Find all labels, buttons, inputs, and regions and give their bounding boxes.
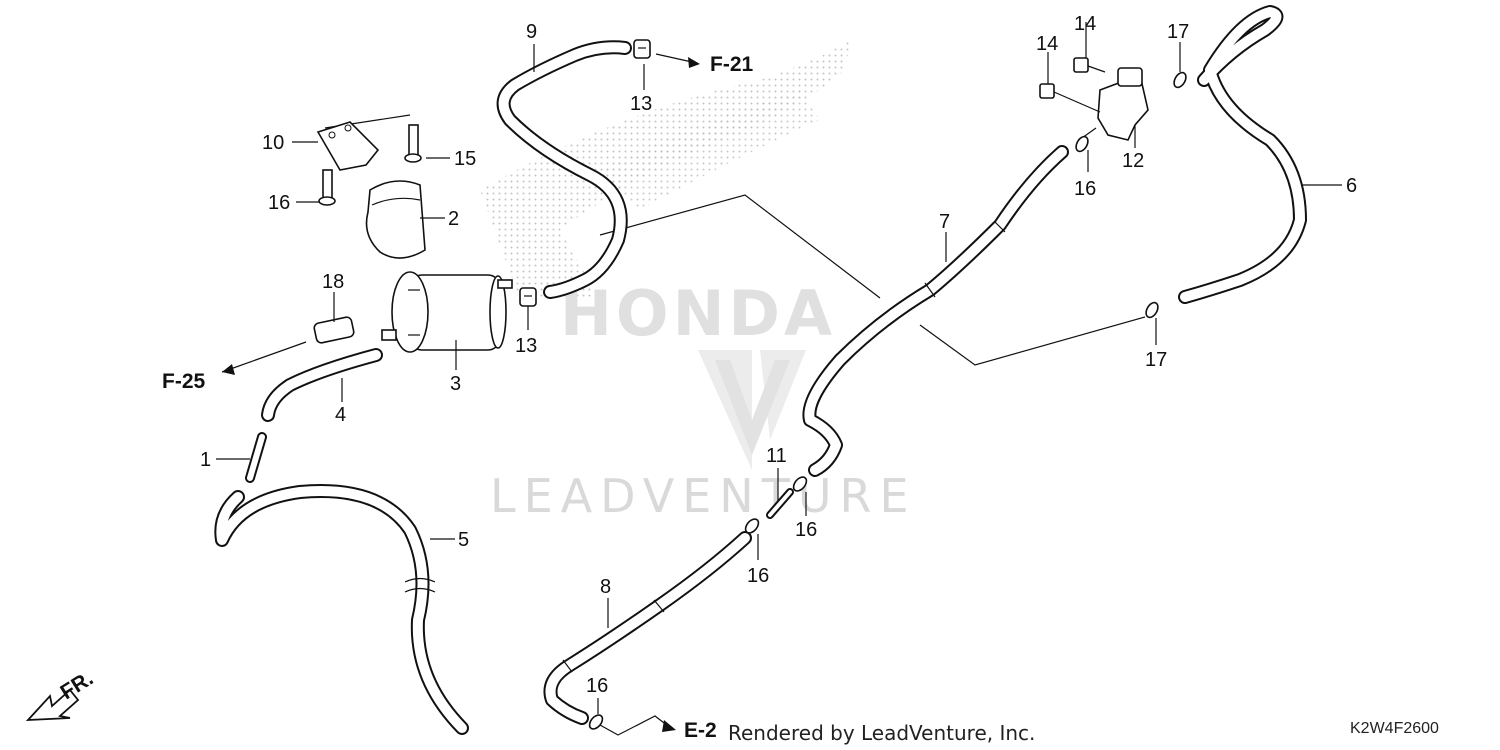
screw-15-a	[404, 124, 422, 163]
callout-12: 12	[1122, 150, 1144, 172]
honda-wing-watermark	[480, 40, 850, 300]
clip-13-a	[633, 39, 651, 59]
hose-7	[802, 145, 1069, 477]
clamp-16-d	[588, 714, 604, 730]
clamp-16-c	[744, 518, 760, 534]
callout-leaders	[216, 22, 1342, 714]
hose-5	[214, 484, 469, 735]
bracket-10	[316, 121, 380, 171]
clip-13-b	[519, 287, 537, 307]
clamp-16-b	[792, 476, 808, 492]
callout-18: 18	[322, 271, 344, 293]
callout-6: 6	[1346, 175, 1357, 197]
callout-1: 1	[200, 449, 211, 471]
callout-13-a: 13	[630, 93, 652, 115]
solenoid-valve-12	[1081, 67, 1149, 141]
callout-4: 4	[335, 404, 346, 426]
clamp-2	[365, 180, 426, 259]
reference-arrows	[222, 53, 700, 736]
callout-16-d: 16	[586, 675, 608, 697]
honda-brand-watermark: HONDA	[560, 277, 836, 350]
clamp-17-a	[1173, 71, 1187, 89]
front-direction-arrow-icon	[25, 688, 80, 722]
callout-15-b: 16	[268, 192, 290, 214]
callout-7: 7	[939, 211, 950, 233]
screw-15-b	[318, 169, 336, 206]
callout-8: 8	[600, 576, 611, 598]
reference-f25[interactable]: F-25	[162, 370, 206, 393]
callout-3: 3	[450, 373, 461, 395]
reference-e2[interactable]: E-2	[684, 719, 717, 742]
callout-9: 9	[526, 21, 537, 43]
callout-17-b: 17	[1145, 349, 1167, 371]
leadventure-watermark: LEADVENTURE	[490, 469, 917, 523]
callout-14-a: 14	[1074, 13, 1096, 35]
bolt-14-b	[1039, 83, 1101, 113]
callout-15-a: 15	[454, 148, 476, 170]
tube-18	[313, 316, 355, 344]
canister-3	[381, 271, 513, 353]
callout-16-b: 16	[795, 519, 817, 541]
clamp-16-a	[1075, 135, 1089, 153]
bolt-14-a	[1073, 57, 1106, 73]
pipe-1	[245, 432, 267, 483]
front-direction-label: FR.	[56, 667, 97, 704]
leadventure-logo-mark	[698, 350, 806, 470]
callout-16-c: 16	[747, 565, 769, 587]
callout-10: 10	[262, 132, 284, 154]
clamp-17-b	[1145, 301, 1159, 319]
callout-5: 5	[458, 529, 469, 551]
callout-16-a: 16	[1074, 178, 1096, 200]
credit-text: Rendered by LeadVenture, Inc.	[728, 721, 1035, 745]
diagram-code: K2W4F2600	[1350, 720, 1439, 737]
hose-4	[261, 348, 383, 422]
callout-14-b: 14	[1036, 33, 1058, 55]
callout-17-a: 17	[1167, 21, 1189, 43]
hose-8	[543, 531, 752, 725]
hose-9	[496, 40, 632, 299]
callout-2: 2	[448, 208, 459, 230]
callout-13-b: 13	[515, 335, 537, 357]
reference-f21[interactable]: F-21	[710, 53, 754, 76]
hose-6	[1178, 5, 1307, 304]
callout-11: 11	[766, 445, 787, 467]
joint-11	[766, 488, 794, 519]
